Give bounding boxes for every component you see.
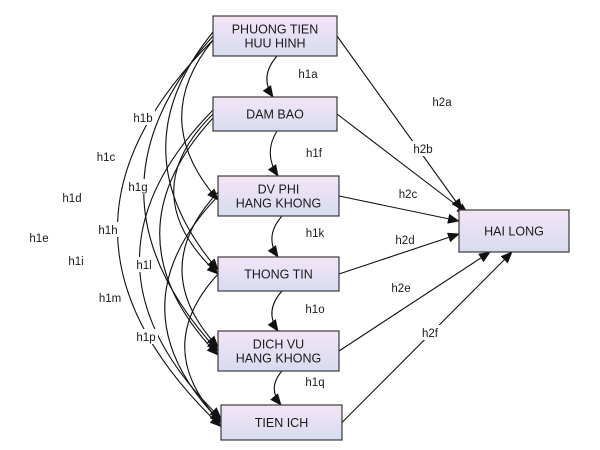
- node-dv-phi-box: [217, 175, 340, 217]
- covariance-h1k-label: h1k: [306, 228, 325, 240]
- covariance-h1b: [181, 28, 224, 201]
- node-phuong-tien-label-1: HUU HINH: [244, 37, 305, 51]
- path-h2c-label: h2c: [399, 189, 418, 201]
- covariance-h1c-label: h1c: [97, 152, 116, 164]
- covariance-h1o: [267, 279, 294, 332]
- path-h2c: [338, 195, 460, 224]
- covariance-h1d-label-bg: [60, 190, 84, 205]
- node-dv-phi-label-0: DV PHI: [258, 183, 300, 197]
- path-h2d: [338, 232, 460, 275]
- node-tien-ich-label-0: TIEN ICH: [255, 416, 308, 430]
- path-h2e: [338, 251, 491, 352]
- node-hai-long: HAI LONG: [458, 209, 570, 253]
- path-h2a: [336, 35, 463, 211]
- covariance-h1c: [165, 20, 224, 271]
- node-dich-vu-label-1: HANG KHONG: [236, 352, 321, 366]
- path-h2b-label: h2b: [413, 144, 432, 156]
- covariance-h1f: [267, 119, 288, 177]
- node-thong-tin-box: [217, 256, 340, 292]
- covariance-h1f-label: h1f: [306, 148, 323, 160]
- node-thong-tin: THONG TIN: [217, 256, 340, 292]
- covariance-h1i-label: h1i: [68, 256, 83, 268]
- covariance-h1q: [270, 359, 294, 406]
- path-h2a-label-bg: [430, 94, 454, 109]
- covariance-h1c-label-bg: [94, 149, 118, 164]
- covariance-h1a: [262, 44, 289, 98]
- path-h2b-label-bg: [411, 141, 435, 156]
- node-hai-long-label-0: HAI LONG: [484, 225, 544, 239]
- path-h2d-label: h2d: [395, 235, 414, 247]
- covariance-h1i-label-bg: [64, 253, 88, 268]
- covariance-h1g: [173, 102, 225, 275]
- covariance-h1p: [184, 262, 230, 424]
- node-tien-ich-box: [220, 404, 343, 441]
- path-h2a-label: h2a: [432, 97, 452, 109]
- node-phuong-tien-box: [212, 15, 338, 57]
- node-dam-bao-box: [212, 96, 338, 132]
- covariance-h1h-label-bg: [96, 222, 120, 237]
- node-phuong-tien-label-0: PHUONG TIEN: [232, 23, 319, 37]
- path-h2b: [336, 113, 469, 215]
- node-dich-vu-box: [217, 330, 340, 372]
- covariance-h1g-label-bg: [126, 179, 150, 194]
- covariance-h1a-label-bg: [296, 66, 320, 81]
- node-tien-ich: TIEN ICH: [220, 404, 343, 441]
- path-h2f-label: h2f: [422, 328, 439, 340]
- covariance-h1h: [159, 106, 225, 356]
- covariance-h1q-label: h1q: [305, 377, 324, 389]
- covariance-h1p-label: h1p: [136, 332, 155, 344]
- covariance-h1l: [181, 180, 230, 348]
- covariance-h1a-label: h1a: [298, 69, 318, 81]
- covariance-h1k: [267, 204, 294, 258]
- covariance-h1d-label: h1d: [62, 193, 81, 205]
- covariance-h1h-label: h1h: [98, 225, 117, 237]
- node-dam-bao-label-0: DAM BAO: [246, 108, 304, 122]
- covariance-h1b-label: h1b: [133, 113, 152, 125]
- node-dich-vu-label-0: DICH VU: [253, 338, 304, 352]
- covariance-h1g-label: h1g: [128, 182, 147, 194]
- path-h2e-label: h2e: [391, 283, 410, 295]
- covariance-h1b-label-bg: [131, 110, 155, 125]
- node-dam-bao: DAM BAO: [212, 96, 338, 132]
- covariance-h1e-label-bg: [27, 230, 51, 245]
- covariance-h1o-label-bg: [303, 301, 327, 316]
- covariance-h1m-label: h1m: [99, 293, 121, 305]
- covariance-h1k-label-bg: [303, 225, 327, 240]
- covariance-h1p-label-bg: [134, 329, 158, 344]
- covariance-h1q-label-bg: [303, 374, 327, 389]
- covariance-h1l-label-bg: [132, 257, 156, 272]
- path-h2f-label-bg: [418, 325, 442, 340]
- covariance-h1m-label-bg: [98, 290, 122, 305]
- path-h2c-label-bg: [396, 186, 420, 201]
- covariance-h1f-label-bg: [302, 145, 326, 160]
- covariance-h1m: [164, 184, 230, 424]
- labels-layer: h1a h1b h1c h1d h1e h1f h1g h1h h1i h1k h1l h1m h1o h…: [27, 66, 454, 389]
- covariance-h1o-label: h1o: [305, 304, 324, 316]
- covariance-h1e-label: h1e: [29, 233, 48, 245]
- node-thong-tin-label-0: THONG TIN: [244, 268, 313, 282]
- node-dv-phi-label-1: HANG KHONG: [236, 197, 321, 211]
- path-h2d-label-bg: [393, 232, 417, 247]
- covariance-h1l-label: h1l: [136, 260, 151, 272]
- path-h2e-label-bg: [389, 280, 413, 295]
- node-hai-long-box: [458, 209, 570, 253]
